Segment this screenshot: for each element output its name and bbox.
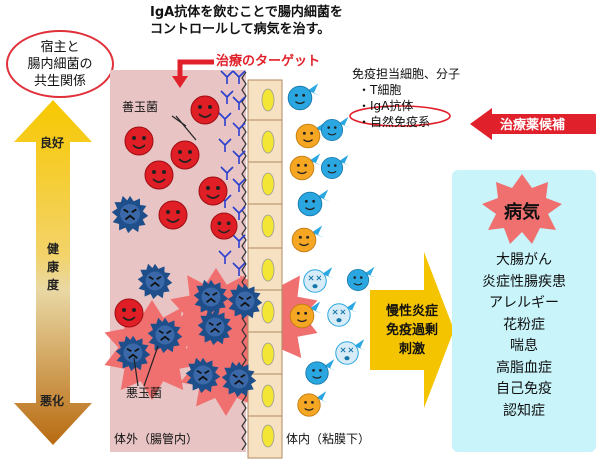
bad-bacteria-label: 悪玉菌 [126, 386, 163, 400]
diagram-title: IgA抗体を飲むことで腸内細菌を コントロールして病気を治す。 [150, 4, 470, 38]
good-bacteria-label: 善玉菌 [122, 100, 159, 114]
outside-label: 体外（腸管内） [114, 432, 199, 446]
disease-item: 喘息 [510, 338, 538, 354]
disease-list: 大腸がん 炎症性腸疾患 アレルギー 花粉症 喘息 高脂血症 自己免疫 認知症 [452, 250, 596, 422]
immune-heading: 免疫担当細胞、分子 [352, 67, 461, 81]
health-char-2: 康 [46, 260, 59, 274]
target-arrow-head [172, 76, 188, 88]
drug-candidate-label: 治療薬候補 [500, 118, 566, 133]
health-axis: 良好 健 康 度 悪化 [14, 100, 92, 445]
epithelial-layer [247, 79, 283, 459]
left-arrow-icon [470, 108, 596, 140]
immune-iga: ・IgA抗体 [358, 99, 414, 113]
immune-cells-healthy [287, 82, 376, 417]
disease-item: アレルギー [489, 295, 559, 311]
inflammation-text: 慢性炎症 免疫過剰 刺激 [376, 302, 448, 359]
inflammation-line-2: 免疫過剰 [385, 323, 438, 338]
disease-item: 大腸がん [496, 252, 552, 268]
health-axis-label: 健 康 度 [46, 240, 60, 294]
target-label: 治療のターゲット [216, 54, 321, 69]
title-line-2: コントロールして病気を治す。 [150, 22, 331, 37]
immune-t-cell: ・T細胞 [358, 83, 402, 97]
health-bad-label: 悪化 [40, 394, 65, 408]
health-double-arrow-icon [14, 100, 92, 445]
health-char-1: 健 [46, 242, 59, 256]
disease-item: 炎症性腸疾患 [482, 273, 566, 290]
symbiosis-line-1: 宿主と [40, 39, 80, 55]
bad-label-arrow [133, 357, 139, 387]
health-char-3: 度 [46, 278, 59, 292]
inside-label: 体内（粘膜下） [286, 432, 371, 446]
symbiosis-line-2: 腸内細菌の [27, 56, 93, 72]
target-arrow [177, 59, 214, 78]
disease-item: 自己免疫 [496, 381, 552, 397]
title-line-1: IgA抗体を飲むことで腸内細菌を [150, 5, 343, 20]
disease-item: 認知症 [503, 402, 545, 419]
inflammation-line-1: 慢性炎症 [385, 304, 438, 319]
inflammation-arrow [370, 252, 454, 408]
iga-highlight-ellipse [349, 105, 451, 127]
bad-label-arrow [143, 345, 159, 387]
disease-item: 高脂血症 [496, 359, 552, 376]
immune-list: 免疫担当細胞、分子 ・T細胞 ・IgA抗体 ・自然免疫系 [352, 66, 460, 130]
symbiosis-line-3: 共生関係 [33, 73, 86, 89]
disease-title: 病気 [504, 202, 540, 223]
disease-item: 花粉症 [503, 316, 545, 333]
inflammation-line-3: 刺激 [398, 342, 425, 357]
immune-innate: ・自然免疫系 [358, 115, 431, 129]
health-good-label: 良好 [40, 136, 65, 150]
good-label-arrow [175, 115, 197, 141]
drug-candidate-arrow: 治療薬候補 [470, 108, 596, 140]
disease-burst-icon [482, 174, 562, 244]
symbiosis-ellipse: 宿主と 腸内細菌の 共生関係 [6, 30, 114, 98]
